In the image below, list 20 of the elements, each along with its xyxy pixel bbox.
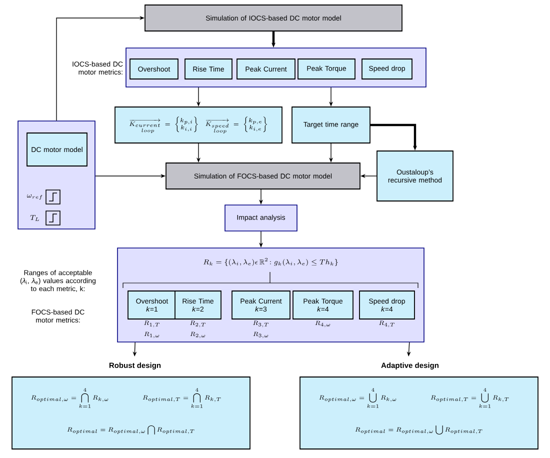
- range-formula: $R_{1,\omega}$: [144, 332, 160, 338]
- formula: $R_{optimal,T}=\bigcup_{k=1}^{4}R_{k,T}$: [430, 388, 509, 408]
- signal-label: $\omega_{ref}$: [27, 194, 42, 200]
- range-formula: $R_{4,T}$: [379, 320, 394, 328]
- range-formula: $R_{3,\omega}$: [253, 332, 268, 338]
- range-formula: $R_{2,T}$: [190, 320, 206, 328]
- design-box: [300, 376, 538, 450]
- gain-box: $\overrightarrow{K_{\substack{current\\ loop}}}=\begin{Bmatrix}k_{p,i}\\ k_{i,i}\end{Bmatrix}$ $\overrightarrow{K_{\substack{speed\\ loop}}}=\begin{Bmatrix}k_{p,e}\\ k_{i,e}\end{Bmatrix}$: [114, 106, 282, 144]
- formula: $R_{optimal,T}=\bigcap_{k=1}^{4}R_{k,T}$: [142, 388, 221, 408]
- set-formula: $R_k=\{(\lambda_i,\lambda_e)\epsilon\,\mathbb{R}^2\!: g_k(\lambda_i,\lambda_e)\le Th_k\}$: [204, 258, 338, 266]
- formula: $R_{optimal}=R_{optimal,\omega}\bigcap R_{optimal,T}$: [67, 425, 194, 435]
- design-box: [12, 376, 250, 450]
- formula: $R_{optimal}=R_{optimal,\omega}\bigcup R_{optimal,T}$: [355, 425, 482, 435]
- formula: $R_{optimal,\omega}=\bigcap_{k=1}^{4}R_{k,\omega}$: [31, 388, 108, 408]
- range-formula: $R_{1,T}$: [144, 320, 160, 328]
- range-formula: $R_{4,\omega}$: [315, 320, 330, 328]
- range-formula: $R_{2,\omega}$: [190, 332, 206, 338]
- range-formula: $R_{3,T}$: [253, 320, 268, 328]
- formula: $R_{optimal,\omega}=\bigcup_{k=1}^{4}R_{k,\omega}$: [319, 388, 396, 408]
- signal-label: $T_L$: [30, 215, 39, 221]
